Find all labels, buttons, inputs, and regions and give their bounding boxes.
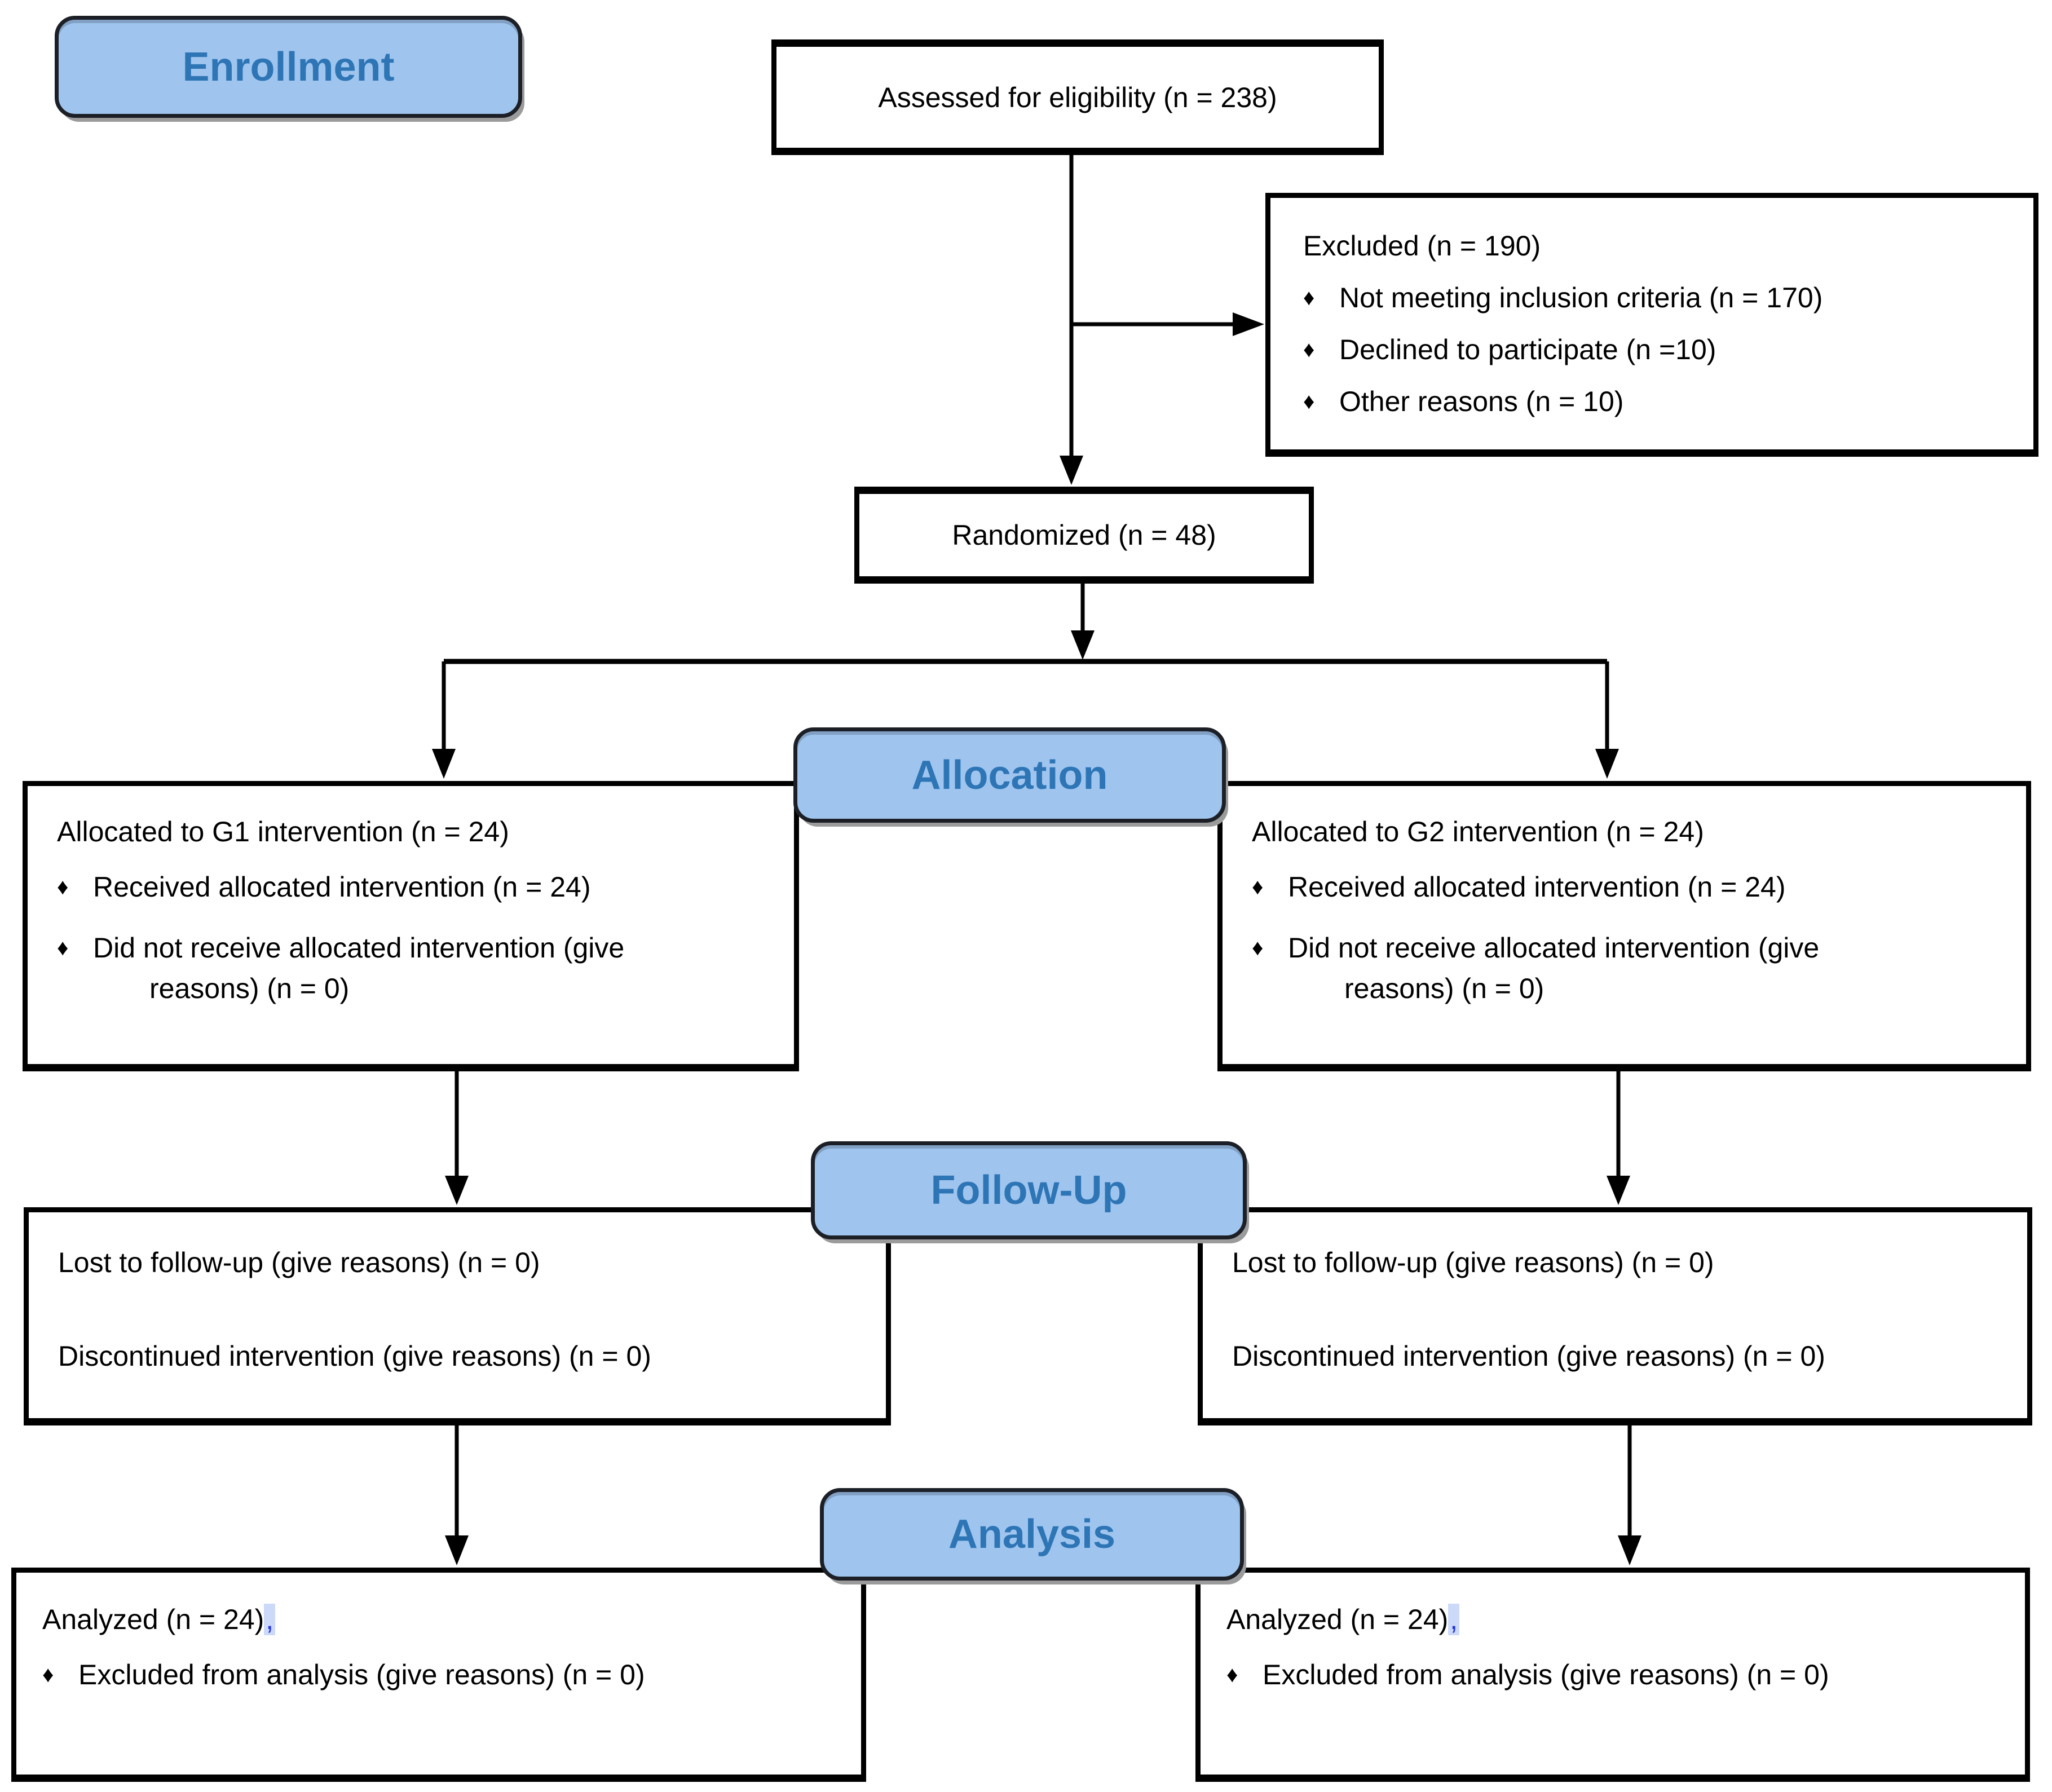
revision-mark: , [1448, 1604, 1460, 1635]
allocation-g2-item-text: Received allocated intervention (n = 24) [1288, 871, 1786, 903]
excluded-item: ♦ Not meeting inclusion criteria (n = 17… [1303, 279, 2011, 316]
allocation-stage-label: Allocation [911, 752, 1108, 798]
excluded-item: ♦ Other reasons (n = 10) [1303, 383, 2011, 420]
analysis-g1-item-text: Excluded from analysis (give reasons) (n… [78, 1659, 645, 1691]
allocation-g1-item-line1: Did not receive allocated intervention (… [93, 932, 625, 964]
arrow-assessed-to-randomized [1060, 155, 1083, 485]
analysis-g2-item-text: Excluded from analysis (give reasons) (n… [1263, 1659, 1829, 1691]
allocation-g1-item: ♦ Received allocated intervention (n = 2… [57, 868, 774, 906]
diamond-bullet-icon: ♦ [1226, 1662, 1238, 1687]
allocation-g2-item-text: Did not receive allocated intervention (… [1288, 929, 2006, 1007]
analysis-stage-label: Analysis [948, 1512, 1116, 1557]
followup-g1-line2: Discontinued intervention (give reasons)… [58, 1340, 651, 1372]
assessed-box: Assessed for eligibility (n = 238) [771, 39, 1384, 155]
diamond-bullet-icon: ♦ [57, 935, 69, 960]
allocation-g2-item: ♦ Received allocated intervention (n = 2… [1252, 868, 2006, 906]
excluded-item-text: Other reasons (n = 10) [1339, 386, 1624, 417]
analysis-g1-item: ♦ Excluded from analysis (give reasons) … [42, 1656, 841, 1693]
arrow-alloc-right-to-followup [1607, 1071, 1630, 1205]
followup-g2-line1: Lost to follow-up (give reasons) (n = 0) [1232, 1247, 1714, 1278]
arrow-branch-to-alloc-left [432, 661, 456, 779]
analysis-g1-box: Analyzed (n = 24), ♦ Excluded from analy… [11, 1568, 866, 1782]
excluded-item-text: Declined to participate (n =10) [1339, 334, 1716, 365]
followup-g1-line1: Lost to follow-up (give reasons) (n = 0) [58, 1247, 540, 1278]
allocation-g1-title: Allocated to G1 intervention (n = 24) [57, 816, 509, 848]
followup-stage-label: Follow-Up [930, 1168, 1127, 1213]
arrow-branch-to-alloc-right [1595, 661, 1619, 779]
excluded-box: Excluded (n = 190) ♦ Not meeting inclusi… [1265, 193, 2038, 457]
analysis-g2-title: Analyzed (n = 24) [1226, 1604, 1449, 1635]
allocation-g1-box: Allocated to G1 intervention (n = 24) ♦ … [23, 781, 799, 1071]
allocation-g2-box: Allocated to G2 intervention (n = 24) ♦ … [1217, 781, 2031, 1071]
diamond-bullet-icon: ♦ [1252, 935, 1264, 960]
allocation-g2-item-line1: Did not receive allocated intervention (… [1288, 932, 1820, 964]
diamond-bullet-icon: ♦ [42, 1662, 54, 1687]
revision-mark: , [264, 1604, 276, 1635]
analysis-g1-title: Analyzed (n = 24) [42, 1604, 264, 1635]
allocation-g1-item: ♦ Did not receive allocated intervention… [57, 929, 774, 1007]
arrow-to-excluded [1071, 312, 1264, 336]
diamond-bullet-icon: ♦ [1303, 285, 1315, 310]
allocation-g2-item: ♦ Did not receive allocated intervention… [1252, 929, 2006, 1007]
analysis-stage-badge: Analysis [820, 1488, 1244, 1581]
arrow-alloc-left-to-followup [445, 1071, 469, 1205]
allocation-g2-title: Allocated to G2 intervention (n = 24) [1252, 816, 1704, 848]
allocation-stage-badge: Allocation [793, 727, 1226, 823]
randomized-text: Randomized (n = 48) [952, 519, 1216, 551]
enrollment-stage-badge: Enrollment [55, 16, 522, 118]
allocation-g1-item-line2: reasons) (n = 0) [149, 973, 350, 1004]
excluded-item-text: Not meeting inclusion criteria (n = 170) [1339, 282, 1823, 314]
arrow-randomized-to-branch [1071, 584, 1095, 660]
allocation-g2-item-line2: reasons) (n = 0) [1344, 973, 1544, 1004]
assessed-text: Assessed for eligibility (n = 238) [878, 81, 1277, 113]
followup-g2-line2: Discontinued intervention (give reasons)… [1232, 1340, 1825, 1372]
diamond-bullet-icon: ♦ [1252, 875, 1264, 899]
analysis-g2-box: Analyzed (n = 24), ♦ Excluded from analy… [1195, 1568, 2030, 1782]
analysis-g2-item: ♦ Excluded from analysis (give reasons) … [1226, 1656, 2005, 1693]
randomized-box: Randomized (n = 48) [854, 487, 1314, 584]
diamond-bullet-icon: ♦ [1303, 389, 1315, 414]
diamond-bullet-icon: ♦ [57, 875, 69, 899]
enrollment-stage-label: Enrollment [182, 44, 395, 90]
excluded-item: ♦ Declined to participate (n =10) [1303, 331, 2011, 368]
diamond-bullet-icon: ♦ [1303, 337, 1315, 362]
followup-g1-box: Lost to follow-up (give reasons) (n = 0)… [24, 1207, 891, 1425]
followup-stage-badge: Follow-Up [811, 1141, 1247, 1239]
excluded-title: Excluded (n = 190) [1303, 230, 1541, 262]
allocation-g1-item-text: Did not receive allocated intervention (… [93, 929, 774, 1007]
arrow-followup-right-to-analysis [1618, 1425, 1641, 1565]
analysis-g2-title-row: Analyzed (n = 24), [1226, 1601, 2005, 1638]
allocation-g1-item-text: Received allocated intervention (n = 24) [93, 871, 591, 903]
analysis-g1-title-row: Analyzed (n = 24), [42, 1601, 841, 1638]
followup-g2-box: Lost to follow-up (give reasons) (n = 0)… [1198, 1207, 2032, 1425]
arrow-followup-left-to-analysis [445, 1425, 469, 1565]
